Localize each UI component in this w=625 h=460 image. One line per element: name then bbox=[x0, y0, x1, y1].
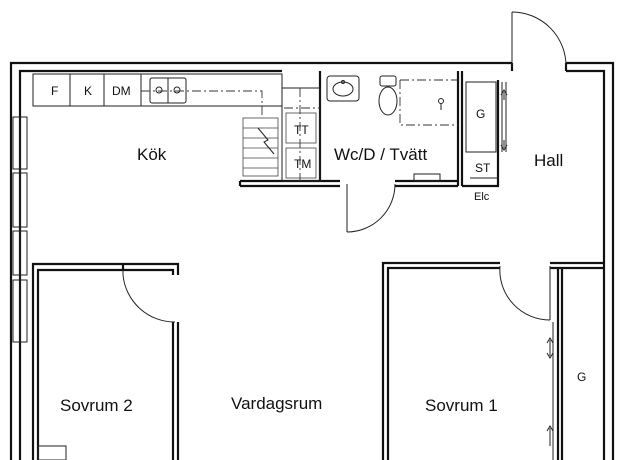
washer-label: TM bbox=[294, 157, 311, 171]
windows-left bbox=[12, 116, 28, 343]
bedroom1-walls bbox=[381, 261, 604, 460]
storage-grid bbox=[242, 87, 321, 182]
room-label-kitchen: Kök bbox=[137, 145, 167, 164]
freezer-label: F bbox=[51, 84, 58, 98]
dryer-label: TT bbox=[294, 123, 309, 137]
dishwasher-label: DM bbox=[112, 84, 131, 98]
electric-label: Elc bbox=[474, 191, 490, 203]
bathroom-fixtures bbox=[326, 75, 458, 182]
bedroom1-wardrobe-doors bbox=[546, 322, 554, 460]
bedroom2-door bbox=[122, 270, 176, 323]
entrance-door bbox=[511, 11, 567, 68]
bathroom-walls bbox=[238, 71, 500, 188]
bedroom-wardrobe-label: G bbox=[577, 370, 586, 384]
fridge-label: K bbox=[84, 84, 92, 98]
bedroom1-door bbox=[499, 265, 551, 321]
washbasin-icon bbox=[326, 75, 360, 102]
room-label-bedroom1: Sovrum 1 bbox=[425, 396, 498, 415]
storage-label: ST bbox=[475, 161, 491, 175]
room-label-living: Vardagsrum bbox=[231, 394, 322, 413]
room-label-wc: Wc/D / Tvätt bbox=[334, 145, 427, 164]
kitchen-counter bbox=[32, 73, 283, 118]
hall-cabinet-doors bbox=[500, 82, 508, 152]
toilet-icon bbox=[378, 86, 398, 116]
hall-wardrobe-label: G bbox=[476, 107, 485, 121]
room-label-bedroom2: Sovrum 2 bbox=[60, 396, 133, 415]
bathroom-door bbox=[346, 183, 396, 233]
room-label-hall: Hall bbox=[534, 151, 563, 170]
bedroom2-walls bbox=[31, 262, 180, 460]
radiator bbox=[37, 445, 67, 460]
